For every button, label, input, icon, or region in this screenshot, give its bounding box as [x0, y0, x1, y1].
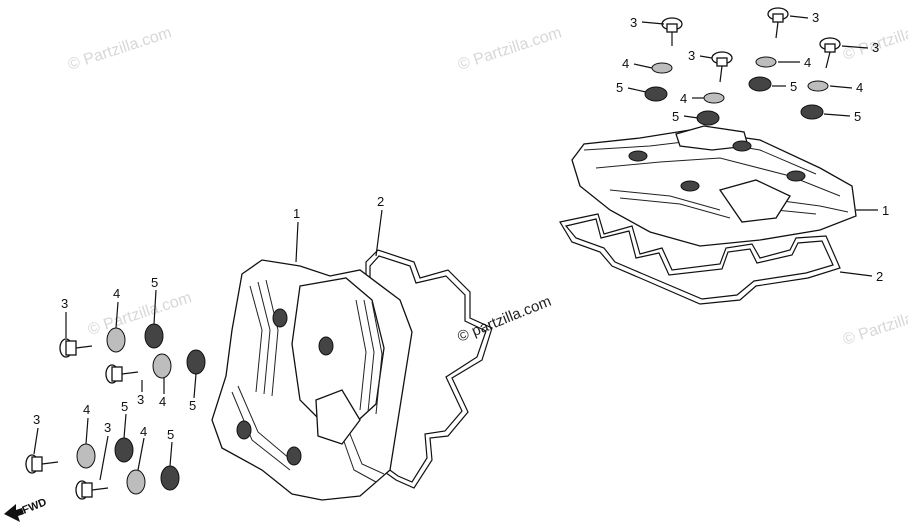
bolt-part: [59, 338, 93, 358]
callout-number: 3: [872, 40, 879, 55]
cover-bolt-hole: [286, 446, 302, 466]
callout-number: 4: [856, 80, 863, 95]
callout-number: 4: [680, 91, 687, 106]
cover-bolt-hole: [628, 150, 648, 162]
bolt-part: [661, 17, 683, 46]
watermark-text: © Partzilla.com: [66, 24, 174, 73]
callouts-rear: 3 3 3 3 4 4 4 4 5 5 5 5 1 2: [616, 10, 889, 284]
grommet-part: [114, 437, 134, 463]
washer-part: [126, 469, 146, 495]
callout-number: 3: [61, 296, 68, 311]
watermark-text: © Partzilla.com: [841, 299, 908, 348]
bolt-part: [105, 364, 139, 384]
grommet-part: [800, 104, 824, 120]
bolt-part: [711, 51, 733, 83]
callout-number: 3: [630, 15, 637, 30]
callout-number: 4: [159, 394, 166, 409]
callout-number: 1: [293, 206, 300, 221]
grommet-part: [644, 86, 668, 102]
callout-number: 1: [882, 203, 889, 218]
callout-number: 3: [688, 48, 695, 63]
cover-bolt-hole: [236, 420, 252, 440]
callout-number: 3: [104, 420, 111, 435]
callout-number: 5: [854, 109, 861, 124]
bolt-part: [767, 7, 789, 39]
forward-arrow-icon: [4, 504, 24, 522]
callout-number: 2: [377, 194, 384, 209]
fasteners-front: [25, 323, 206, 500]
washer-part: [152, 353, 172, 379]
grommet-part: [748, 76, 772, 92]
callout-number: 5: [790, 79, 797, 94]
callout-number: 3: [137, 392, 144, 407]
watermark-text: © Partzilla.com: [456, 24, 564, 73]
washer-part: [755, 56, 777, 68]
callouts-front-fasteners: 3 4 5 3 4 5 3 4 5 3 4 5: [33, 275, 197, 481]
watermark-text: © Partzilla.com: [86, 289, 194, 338]
cover-bolt-hole: [732, 140, 752, 152]
grommet-part: [186, 349, 206, 375]
callout-number: 5: [616, 80, 623, 95]
washer-part: [703, 92, 725, 104]
callout-number: 5: [672, 109, 679, 124]
cylinder-head-cover-front: [211, 249, 493, 501]
callout-number: 4: [140, 424, 147, 439]
callout-number: 4: [113, 286, 120, 301]
cover-bolt-hole: [318, 336, 334, 356]
bolt-part: [25, 454, 59, 474]
washer-part: [807, 80, 829, 92]
grommet-part: [696, 110, 720, 126]
bolt-part: [819, 37, 841, 69]
fasteners-rear: [644, 7, 841, 126]
cover-bolt-hole: [680, 180, 700, 192]
callout-number: 3: [33, 412, 40, 427]
callout-number: 4: [804, 55, 811, 70]
cover-bolt-hole: [272, 308, 288, 328]
washer-part: [106, 327, 126, 353]
callout-number: 4: [83, 402, 90, 417]
washer-part: [651, 62, 673, 74]
callout-number: 5: [167, 427, 174, 442]
callout-number: 3: [812, 10, 819, 25]
head-cover-gasket-rear: [559, 213, 841, 305]
washer-part: [76, 443, 96, 469]
callout-number: 5: [121, 399, 128, 414]
callout-number: 2: [876, 269, 883, 284]
grommet-part: [160, 465, 180, 491]
cover-bolt-hole: [786, 170, 806, 182]
callout-number: 5: [189, 398, 196, 413]
cylinder-head-cover-rear: [559, 125, 857, 305]
bolt-part: [75, 480, 109, 500]
forward-direction-indicator: FWD: [4, 496, 48, 522]
grommet-part: [144, 323, 164, 349]
callout-number: 5: [151, 275, 158, 290]
callouts-front-cover: 1 2: [293, 194, 384, 263]
callout-number: 4: [622, 56, 629, 71]
forward-label: FWD: [21, 496, 49, 517]
